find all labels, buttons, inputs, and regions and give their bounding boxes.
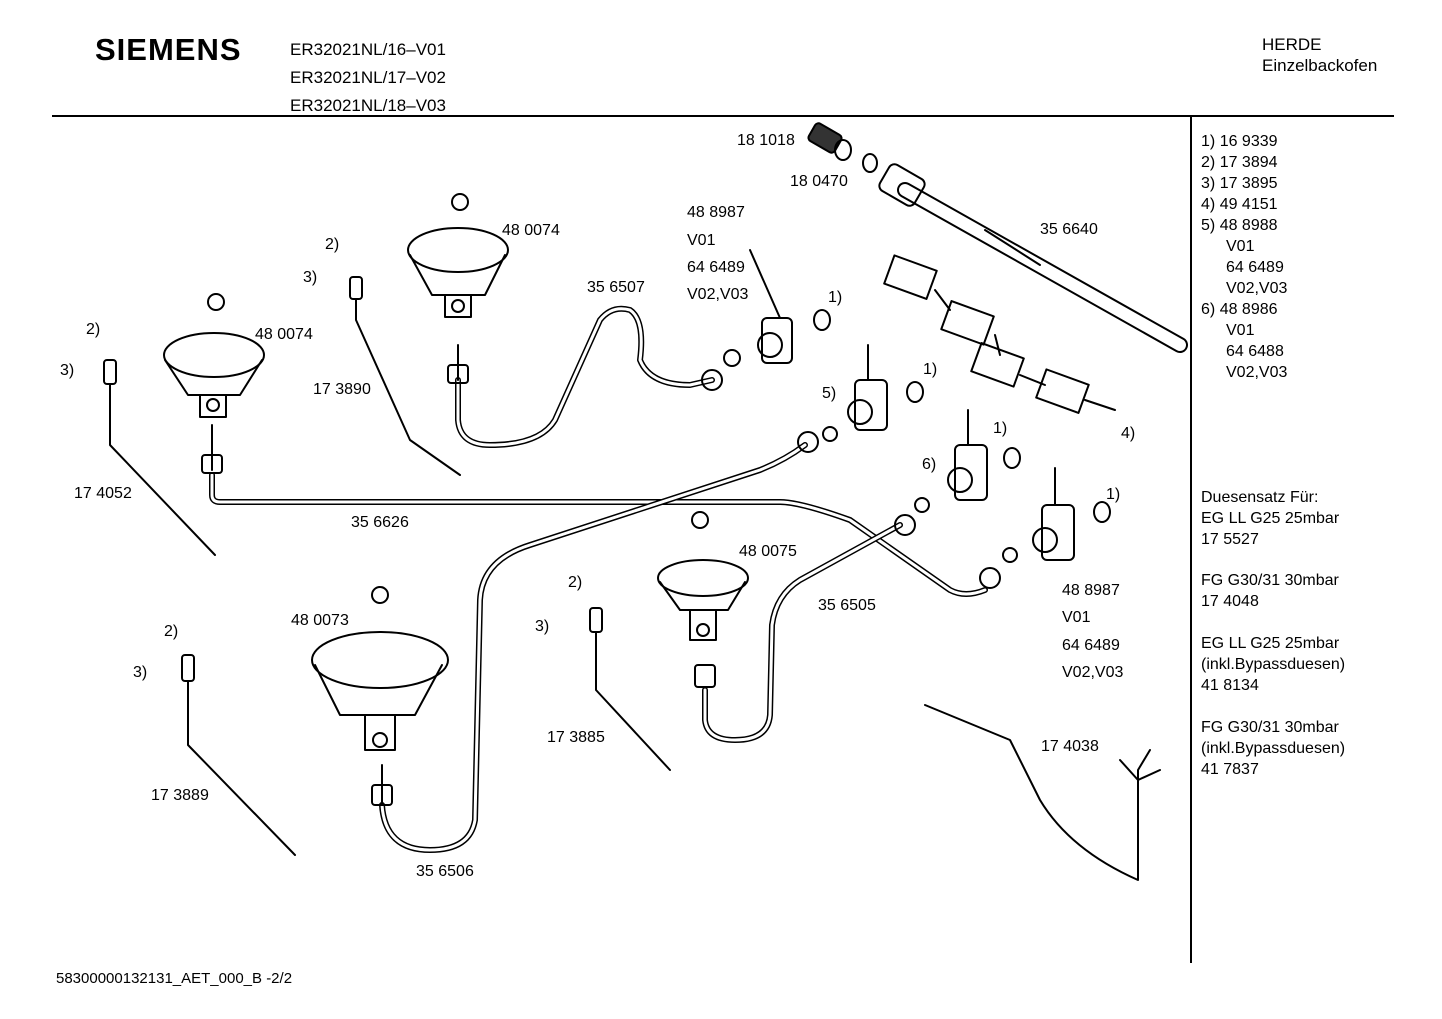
ref-2-d: 2) bbox=[164, 623, 179, 640]
gas-pipe-356505 bbox=[702, 522, 903, 743]
category-title: HERDE bbox=[1262, 35, 1322, 54]
burner-480074-lower bbox=[163, 293, 265, 474]
gas-valve-upper bbox=[701, 249, 831, 391]
parts-row: V01 bbox=[1226, 322, 1255, 339]
model-number-3: ER32021NL/18–V03 bbox=[290, 96, 446, 115]
ref-2-a: 2) bbox=[325, 236, 340, 253]
nozzle-line: 41 7837 bbox=[1201, 761, 1259, 778]
label-356507: 35 6507 bbox=[587, 279, 645, 296]
parts-row: 1) 16 9339 bbox=[1201, 133, 1278, 150]
ref-3-d: 3) bbox=[133, 664, 148, 681]
ref-1-d: 1) bbox=[1106, 486, 1121, 503]
parts-row: 2) 17 3894 bbox=[1201, 154, 1278, 171]
label-646489-lower: 64 6489 bbox=[1062, 637, 1120, 654]
ref-1-c: 1) bbox=[993, 420, 1008, 437]
ref-2-b: 2) bbox=[86, 321, 101, 338]
label-356640: 35 6640 bbox=[1040, 221, 1098, 238]
model-number-1: ER32021NL/16–V01 bbox=[290, 40, 446, 59]
label-181018: 18 1018 bbox=[737, 132, 795, 149]
wire-harness-174038 bbox=[924, 704, 1161, 881]
ref-3-c: 3) bbox=[535, 618, 550, 635]
parts-row: 64 6489 bbox=[1226, 259, 1284, 276]
ref-2-c: 2) bbox=[568, 574, 583, 591]
label-356506: 35 6506 bbox=[416, 863, 474, 880]
label-180470: 18 0470 bbox=[790, 173, 848, 190]
label-173889: 17 3889 bbox=[151, 787, 209, 804]
label-v0203-lower: V02,V03 bbox=[1062, 664, 1124, 681]
brand-logo: SIEMENS bbox=[95, 32, 242, 67]
label-174038: 17 4038 bbox=[1041, 738, 1099, 755]
category-subtitle: Einzelbackofen bbox=[1262, 56, 1378, 75]
gas-pipe-356506 bbox=[379, 442, 808, 853]
ignition-switch-assembly bbox=[883, 254, 1116, 414]
document-footer: 58300000132131_AET_000_B -2/2 bbox=[56, 970, 293, 987]
label-v01-upper: V01 bbox=[687, 232, 716, 249]
label-174052: 17 4052 bbox=[74, 485, 132, 502]
ref-3-a: 3) bbox=[303, 269, 318, 286]
ref-5: 5) bbox=[822, 385, 837, 402]
nozzle-line: EG LL G25 25mbar bbox=[1201, 635, 1340, 652]
parts-row: 3) 17 3895 bbox=[1201, 175, 1278, 192]
label-480074-upper: 48 0074 bbox=[502, 222, 560, 239]
parts-row: V01 bbox=[1226, 238, 1255, 255]
label-480074-lower: 48 0074 bbox=[255, 326, 313, 343]
nozzle-line: (inkl.Bypassduesen) bbox=[1201, 740, 1346, 757]
label-v0203-upper: V02,V03 bbox=[687, 286, 749, 303]
burner-480073 bbox=[311, 586, 449, 806]
electrode-173885 bbox=[589, 607, 671, 771]
label-356505: 35 6505 bbox=[818, 597, 876, 614]
label-356626: 35 6626 bbox=[351, 514, 409, 531]
gas-pipe-356507 bbox=[455, 305, 715, 448]
parts-row: 6) 48 8986 bbox=[1201, 301, 1278, 318]
label-173890: 17 3890 bbox=[313, 381, 371, 398]
nozzle-line: FG G30/31 30mbar bbox=[1201, 572, 1339, 589]
nozzle-line: 17 5527 bbox=[1201, 531, 1259, 548]
parts-row: V02,V03 bbox=[1226, 364, 1288, 381]
nozzle-title: Duesensatz Für: bbox=[1201, 489, 1319, 506]
electrode-174052 bbox=[103, 359, 216, 556]
gas-valve-6 bbox=[894, 409, 1021, 536]
ref-3-b: 3) bbox=[60, 362, 75, 379]
ref-1-a: 1) bbox=[828, 289, 843, 306]
nozzle-line: (inkl.Bypassduesen) bbox=[1201, 656, 1346, 673]
parts-row: 4) 49 4151 bbox=[1201, 196, 1278, 213]
parts-row: 64 6488 bbox=[1226, 343, 1284, 360]
label-v01-lower: V01 bbox=[1062, 609, 1091, 626]
exploded-view-drawing bbox=[103, 122, 1188, 881]
ref-1-b: 1) bbox=[923, 361, 938, 378]
nozzle-line: FG G30/31 30mbar bbox=[1201, 719, 1339, 736]
panel-divider bbox=[1190, 117, 1192, 963]
nozzle-line: 17 4048 bbox=[1201, 593, 1259, 610]
electrode-173889 bbox=[181, 654, 296, 856]
label-480075: 48 0075 bbox=[739, 543, 797, 560]
label-488987-lower: 48 8987 bbox=[1062, 582, 1120, 599]
label-646489-upper: 64 6489 bbox=[687, 259, 745, 276]
nozzle-line: EG LL G25 25mbar bbox=[1201, 510, 1340, 527]
nozzle-line: 41 8134 bbox=[1201, 677, 1259, 694]
label-480073: 48 0073 bbox=[291, 612, 349, 629]
electrode-173890 bbox=[349, 276, 461, 476]
label-173885: 17 3885 bbox=[547, 729, 605, 746]
parts-row: V02,V03 bbox=[1226, 280, 1288, 297]
label-488987-upper: 48 8987 bbox=[687, 204, 745, 221]
header-divider bbox=[52, 115, 1394, 117]
ref-6: 6) bbox=[922, 456, 937, 473]
parts-row: 5) 48 8988 bbox=[1201, 217, 1278, 234]
burner-480075 bbox=[657, 511, 749, 688]
gas-valve-lower bbox=[979, 467, 1111, 589]
model-number-2: ER32021NL/17–V02 bbox=[290, 68, 446, 87]
burner-480074-upper bbox=[407, 193, 509, 384]
gas-valve-5 bbox=[797, 344, 924, 453]
ref-4: 4) bbox=[1121, 425, 1136, 442]
